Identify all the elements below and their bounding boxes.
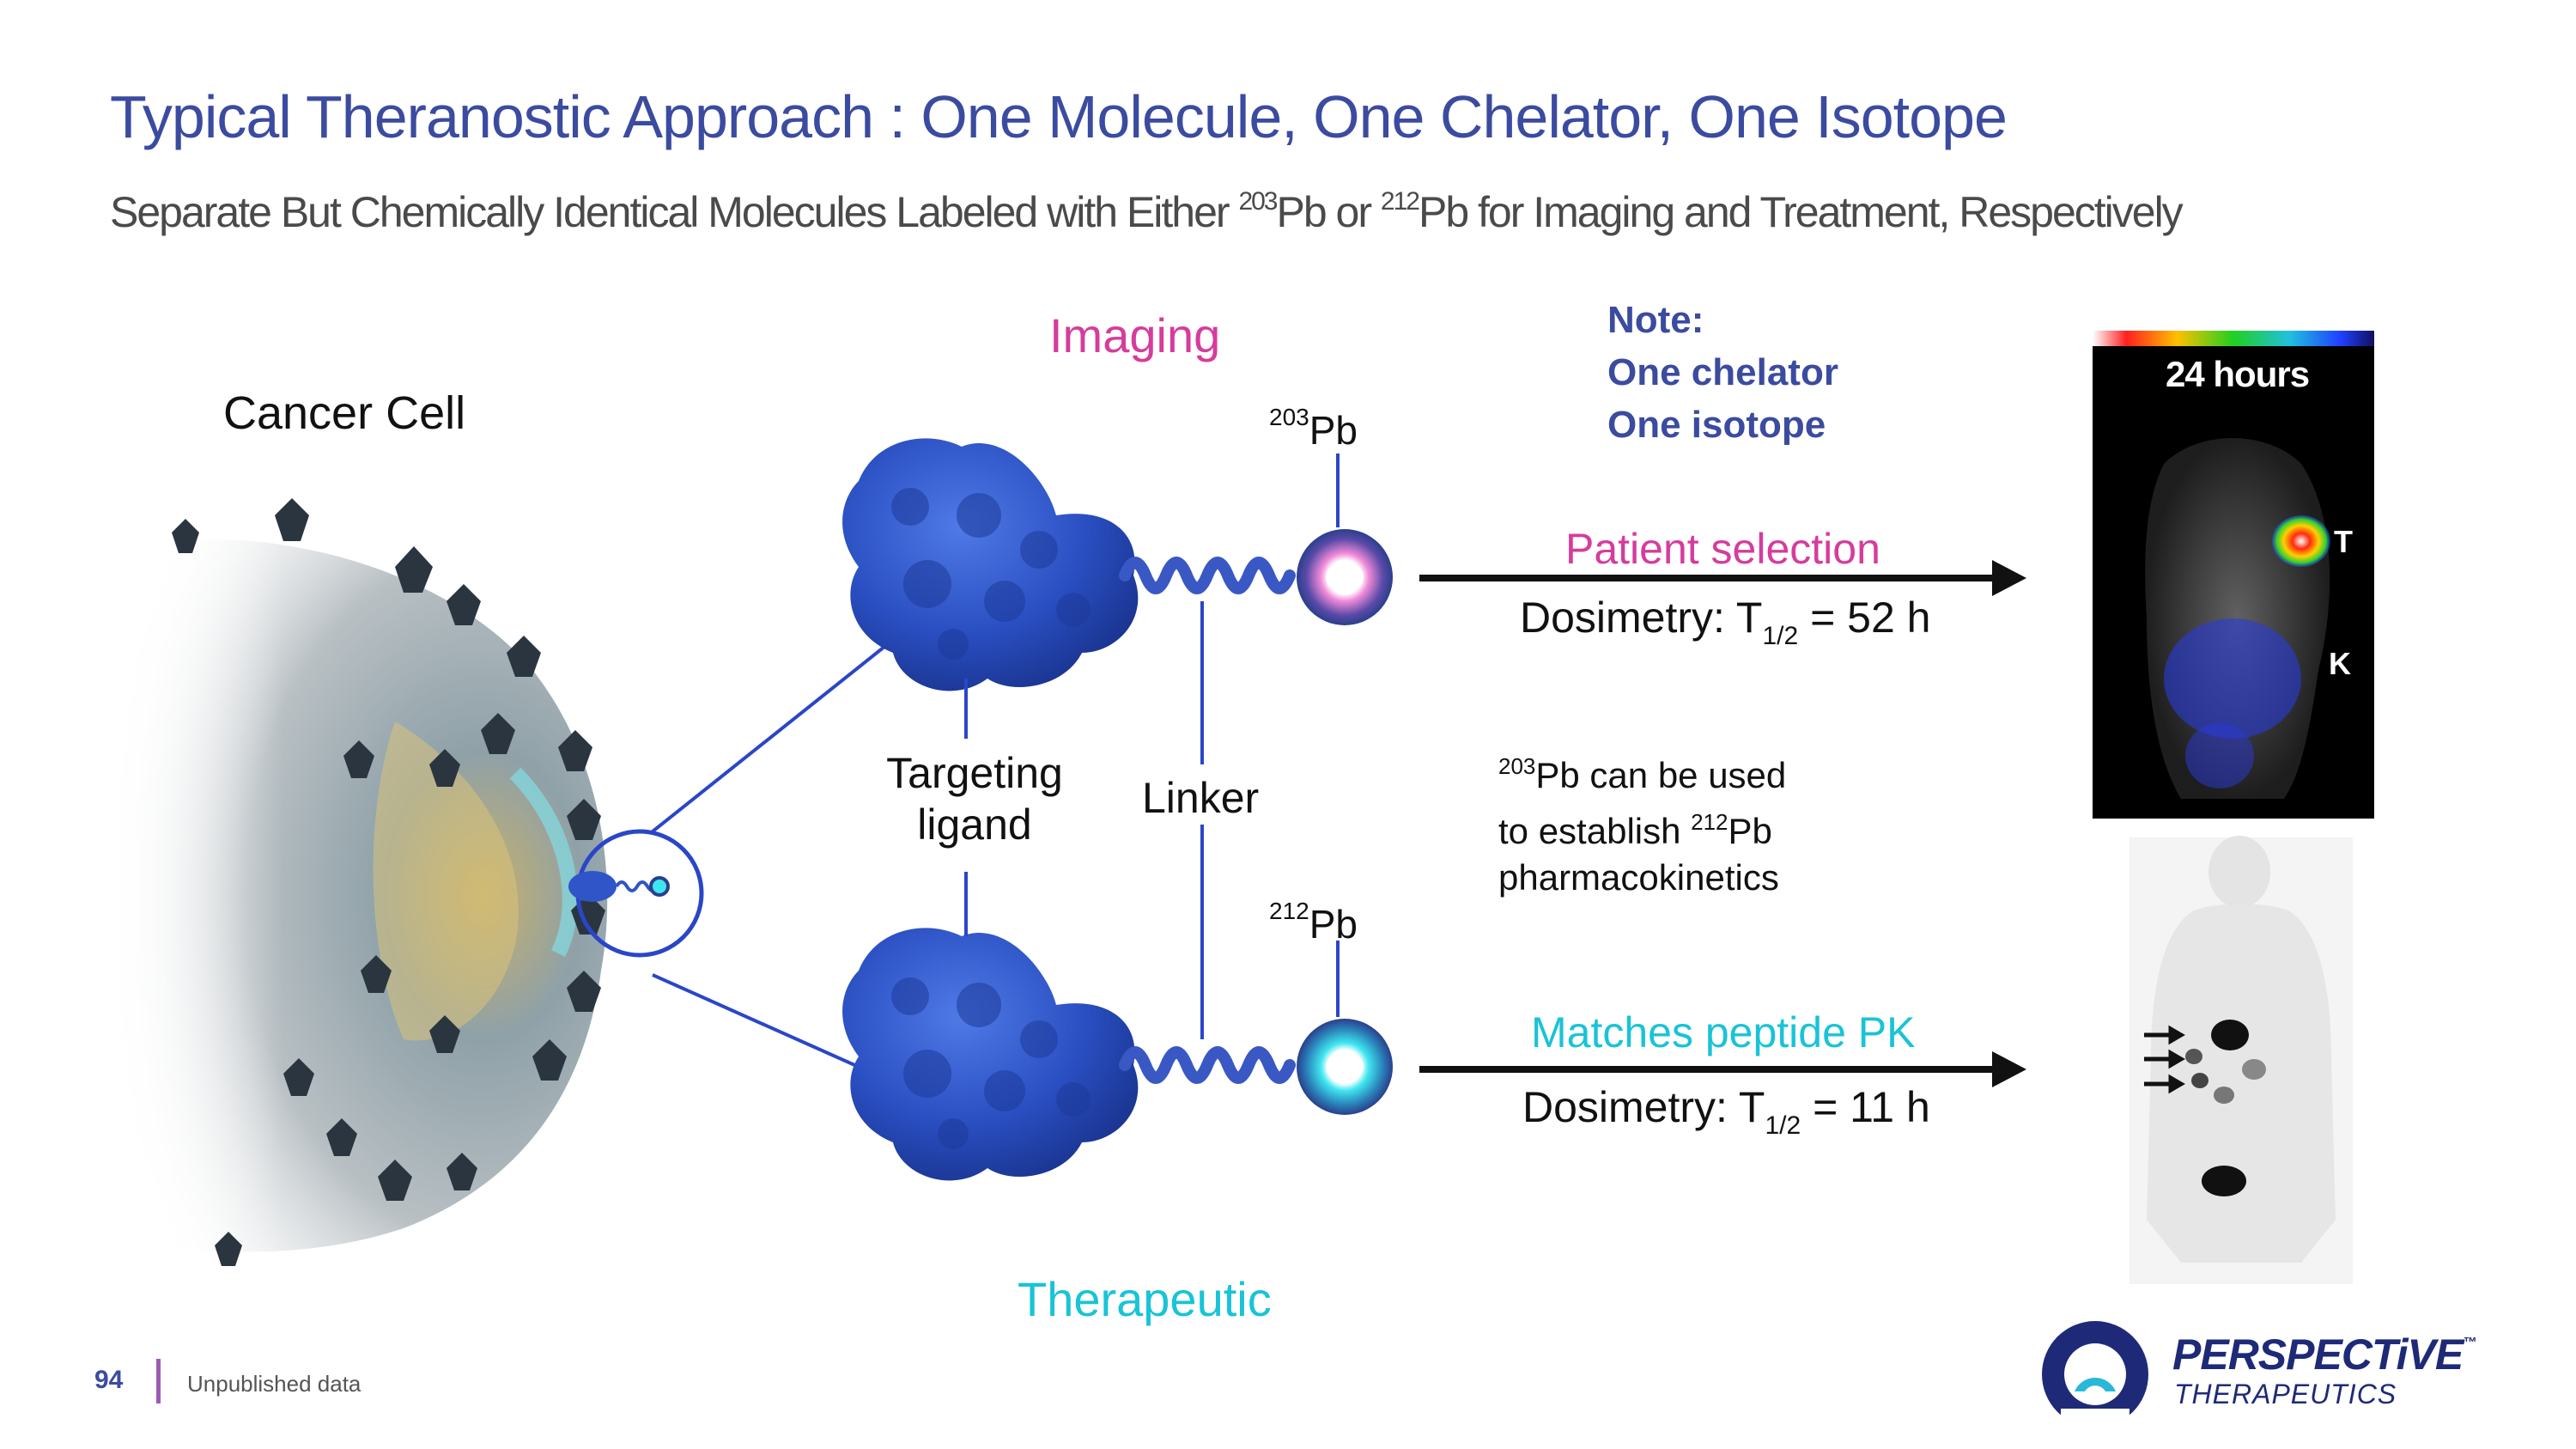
whole-body-scan	[2129, 836, 2353, 1284]
footer-note: Unpublished data	[187, 1371, 361, 1397]
therapeutic-conjugate	[842, 928, 1393, 1181]
imaging-label: Imaging	[1049, 308, 1221, 362]
pet-scan-24h	[2093, 331, 2374, 819]
arrow-bottom	[1419, 1051, 2026, 1087]
scan-time-label: 24 hours	[2166, 354, 2310, 394]
matches-pk-label: Matches peptide PK	[1531, 1008, 1916, 1056]
linker-label: Linker	[1142, 774, 1260, 822]
imaging-conjugate	[842, 438, 1393, 691]
patient-selection-label: Patient selection	[1565, 525, 1880, 573]
pk-note: 203Pb can be used to establish 212Pb pha…	[1498, 753, 1787, 898]
logo-subname: THERAPEUTICS	[2174, 1379, 2397, 1409]
dosimetry-bottom: Dosimetry: T1/2 = 11 h	[1522, 1083, 1930, 1140]
page-number: 94	[94, 1366, 124, 1394]
isotope-label-bottom: 212Pb	[1269, 898, 1358, 947]
perspective-logo-mark	[2042, 1321, 2148, 1431]
therapeutic-label: Therapeutic	[1018, 1272, 1272, 1326]
cancer-cell-illustration	[103, 498, 618, 1271]
kidney-marker: K	[2329, 646, 2351, 681]
tumor-marker: T	[2334, 524, 2353, 559]
footer-divider	[156, 1359, 161, 1403]
page-title: Typical Theranostic Approach : One Molec…	[110, 83, 2008, 150]
isotope-label-top: 203Pb	[1269, 404, 1358, 453]
mini-conjugate	[568, 871, 670, 902]
logo-name: PERSPECTiVE™	[2172, 1330, 2476, 1379]
cancer-cell-label: Cancer Cell	[223, 387, 466, 439]
page-subtitle: Separate But Chemically Identical Molecu…	[110, 187, 2184, 236]
note-box: Note: One chelator One isotope	[1607, 299, 1838, 446]
arrow-top	[1419, 560, 2026, 596]
dosimetry-top: Dosimetry: T1/2 = 52 h	[1520, 594, 1931, 650]
